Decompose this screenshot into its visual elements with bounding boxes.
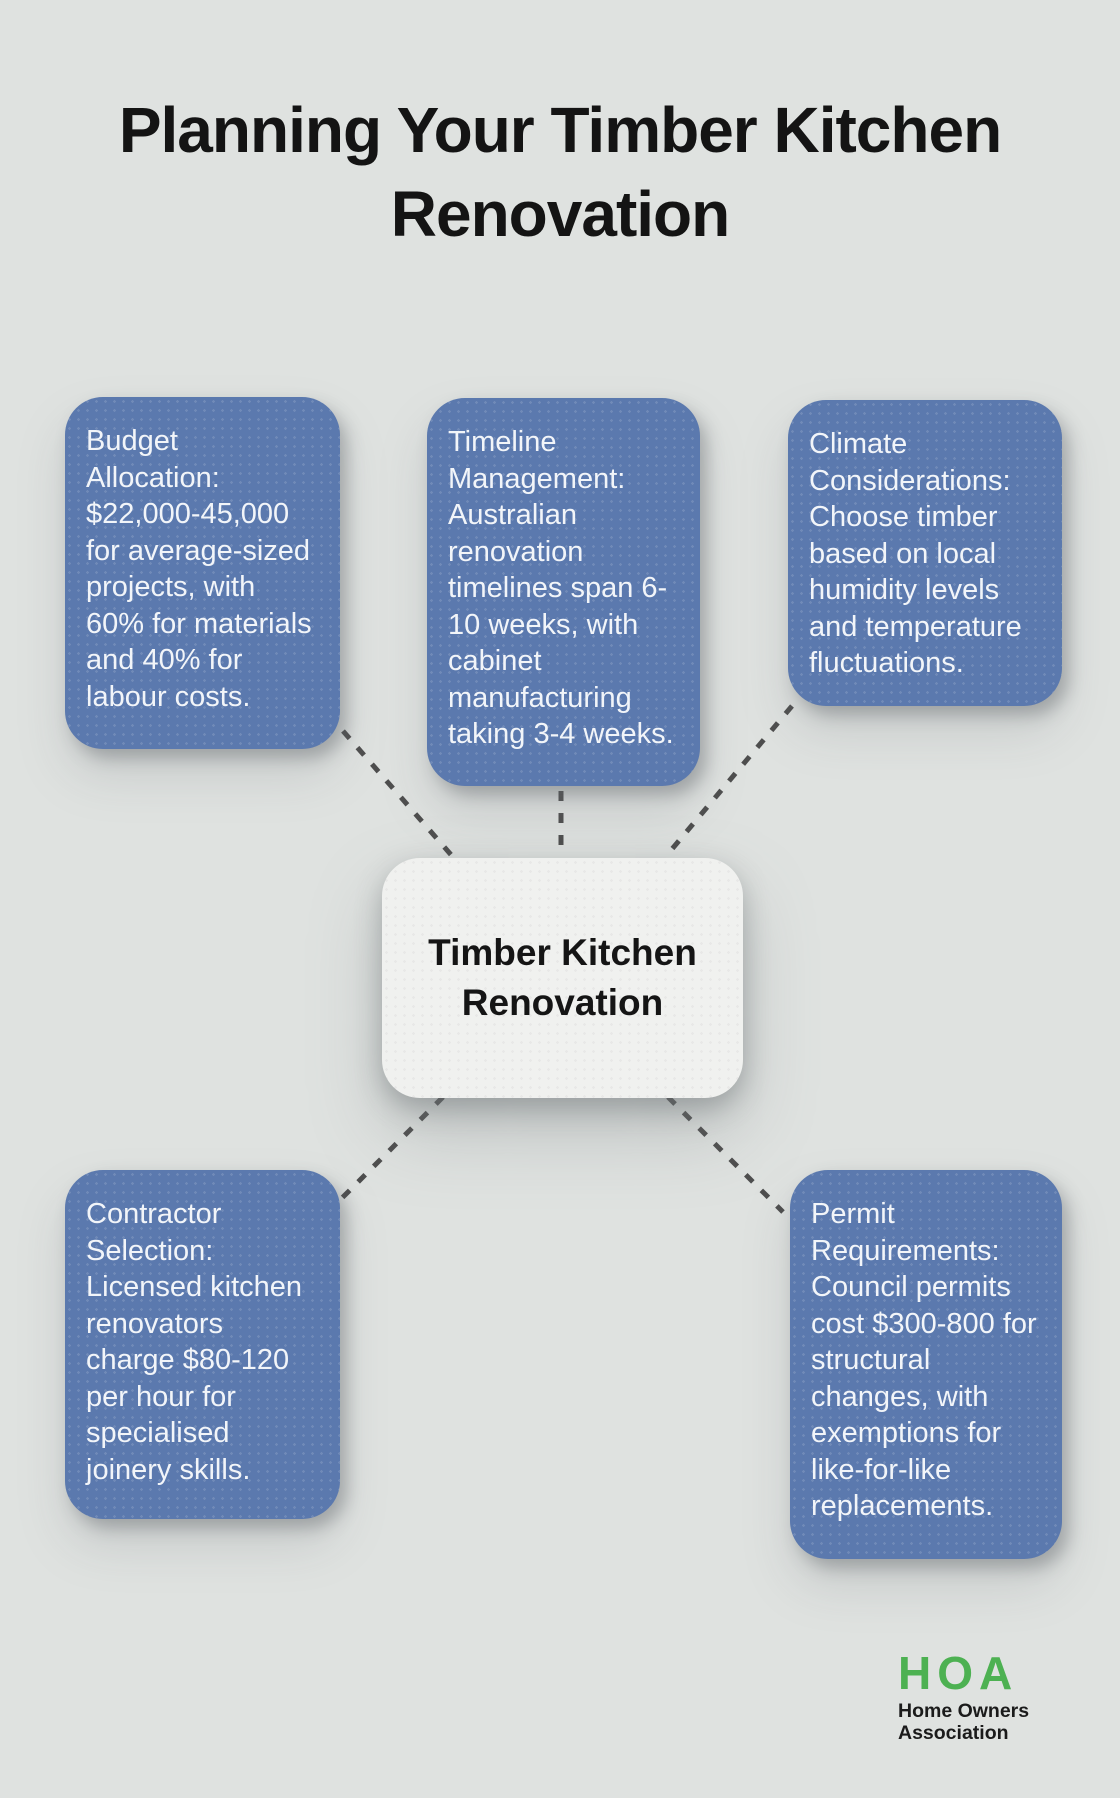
hoa-logo: HOA Home Owners Association <box>898 1650 1029 1744</box>
page-title: Planning Your Timber Kitchen Renovation <box>118 94 1002 250</box>
node-budget-allocation-text: Budget Allocation: $22,000-45,000 for av… <box>86 425 312 713</box>
node-permit-requirements: Permit Requirements: Council permits cos… <box>790 1170 1062 1559</box>
hoa-logo-acronym: HOA <box>898 1647 1019 1699</box>
center-node: Timber Kitchen Renovation <box>382 858 743 1098</box>
node-timeline-management-text: Timeline Management: Australian renovati… <box>448 426 674 750</box>
node-permit-requirements-text: Permit Requirements: Council permits cos… <box>811 1198 1037 1522</box>
connector-center-to-contractor <box>339 1095 445 1201</box>
center-node-label: Timber Kitchen Renovation <box>428 932 697 1023</box>
connector-center-to-permit <box>666 1095 785 1214</box>
node-budget-allocation: Budget Allocation: $22,000-45,000 for av… <box>65 397 340 749</box>
node-climate-considerations-text: Climate Considerations: Choose timber ba… <box>809 428 1022 679</box>
hoa-logo-subtitle: Home Owners Association <box>898 1700 1030 1744</box>
node-climate-considerations: Climate Considerations: Choose timber ba… <box>788 400 1062 706</box>
node-contractor-selection: Contractor Selection: Licensed kitchen r… <box>65 1170 340 1519</box>
node-contractor-selection-text: Contractor Selection: Licensed kitchen r… <box>86 1198 303 1486</box>
node-timeline-management: Timeline Management: Australian renovati… <box>427 398 700 786</box>
